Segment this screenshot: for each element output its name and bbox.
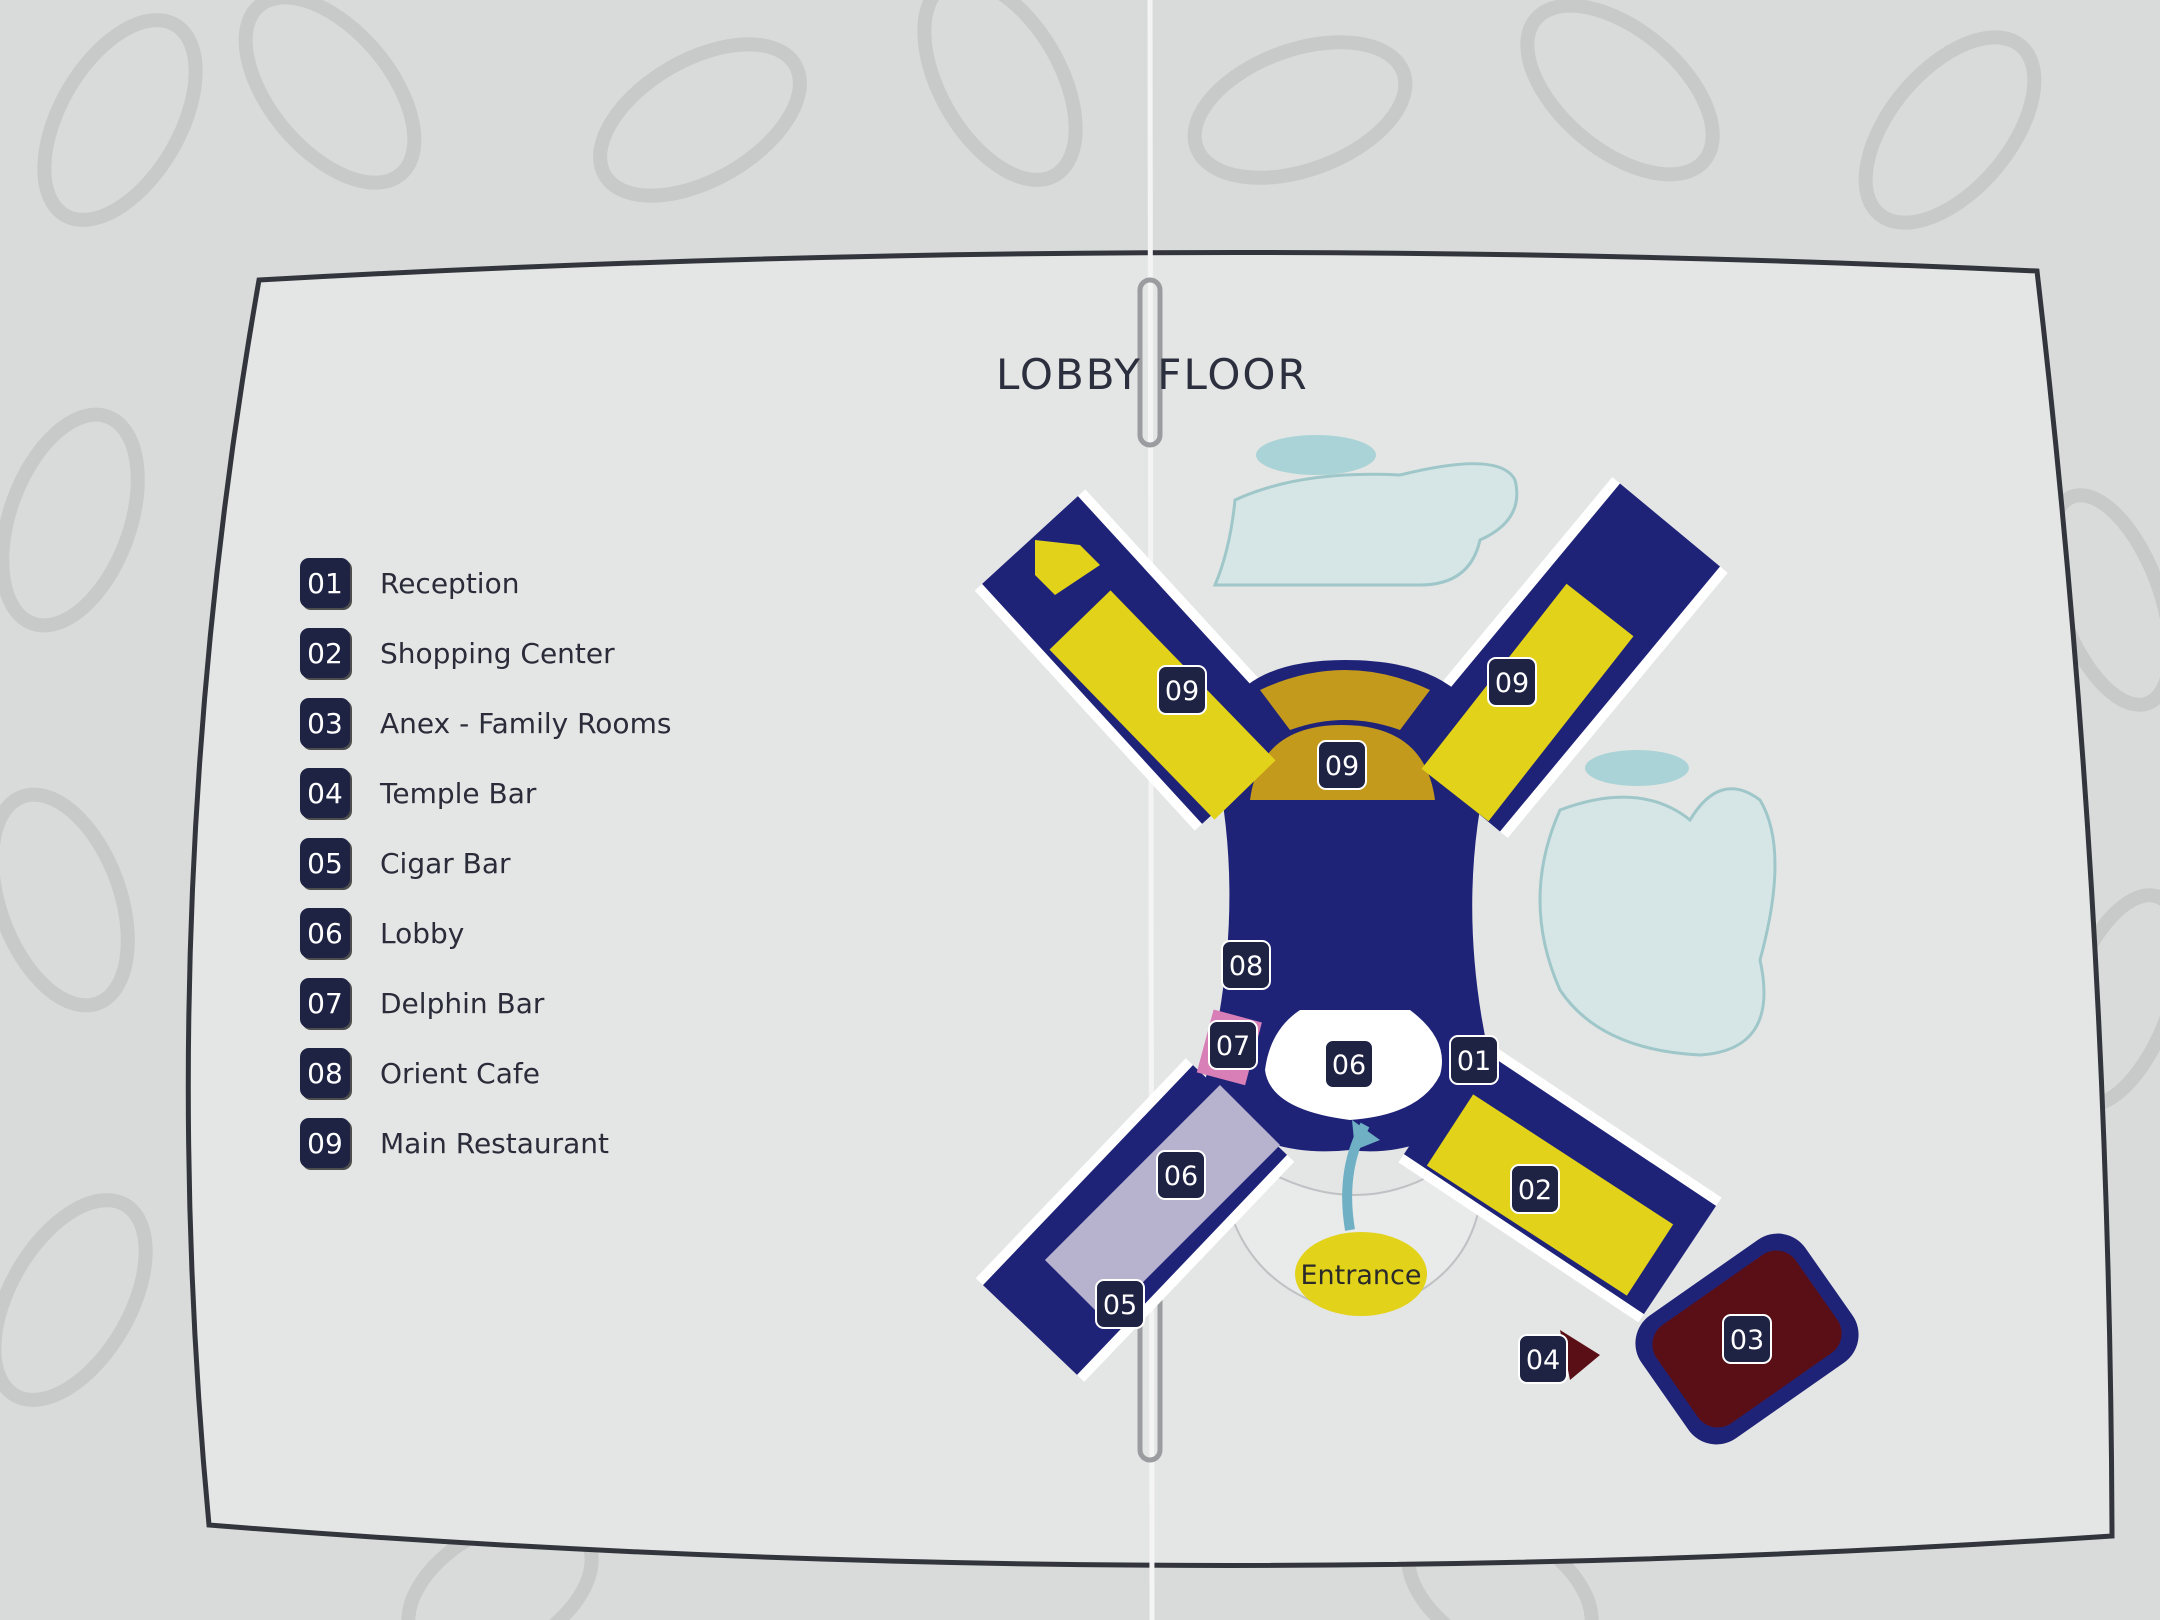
marker-badge [1156,1150,1206,1200]
legend-item-orient-cafe: 08 Orient Cafe [300,1038,671,1108]
map-marker-08: 08 [1221,940,1271,990]
map-marker-09: 09 [1487,657,1537,707]
marker-number: 07 [1216,1031,1250,1062]
legend-badge: 02 [300,628,350,678]
marker-number: 04 [1526,1345,1560,1376]
marker-badge [1324,1039,1374,1089]
staple-top [1137,277,1163,448]
legend-label: Main Restaurant [380,1126,610,1160]
legend-label: Delphin Bar [380,986,545,1020]
map-marker-02: 02 [1510,1164,1560,1214]
legend-badge: 03 [300,698,350,748]
legend-item-reception: 01 Reception [300,548,671,618]
legend-item-family-rooms: 03 Anex - Family Rooms [300,688,671,758]
pool-areas [1212,435,1777,1057]
legend-item-delphin-bar: 07 Delphin Bar [300,968,671,1038]
marker-badge [1317,740,1367,790]
marker-badge [1722,1314,1772,1364]
map-markers: 09 09 09 08 07 06 01 06 02 05 04 03 [1095,657,1772,1384]
marker-number: 08 [1229,951,1263,982]
marker-number: 01 [1457,1046,1491,1077]
marker-number: 06 [1164,1161,1198,1192]
legend-label: Shopping Center [380,636,615,670]
legend-item-cigar-bar: 05 Cigar Bar [300,828,671,898]
map-marker-09: 09 [1157,665,1207,715]
map-marker-03: 03 [1722,1314,1772,1364]
marker-number: 09 [1165,676,1199,707]
map-marker-01: 01 [1449,1035,1499,1085]
marker-number: 09 [1495,668,1529,699]
marker-badge [1221,940,1271,990]
marker-number: 03 [1730,1325,1764,1356]
legend-item-shopping-center: 02 Shopping Center [300,618,671,688]
map-marker-05: 05 [1095,1279,1145,1329]
entrance-label: Entrance [1301,1260,1422,1291]
legend-label: Anex - Family Rooms [380,706,672,740]
legend-label: Lobby [380,916,465,950]
legend-badge: 01 [300,558,350,608]
binding-fold [1147,0,1155,1620]
marker-number: 02 [1518,1175,1552,1206]
legend-item-main-restaurant: 09 Main Restaurant [300,1108,671,1178]
legend-badge: 07 [300,978,350,1028]
map-marker-09: 09 [1317,740,1367,790]
legend-badge: 09 [300,1118,350,1168]
legend-badge: 04 [300,768,350,818]
page-title: LOBBY FLOOR [996,350,1309,399]
marker-badge [1518,1334,1568,1384]
legend-label: Reception [380,566,520,600]
marker-badge [1208,1020,1258,1070]
legend-label: Orient Cafe [380,1056,540,1090]
map-marker-06: 06 [1324,1039,1374,1089]
marker-badge [1449,1035,1499,1085]
map-marker-07: 07 [1208,1020,1258,1070]
marker-badge [1095,1279,1145,1329]
marker-number: 06 [1332,1050,1366,1081]
map-marker-04: 04 [1518,1334,1568,1384]
marker-number: 09 [1325,751,1359,782]
legend-label: Cigar Bar [380,846,511,880]
legend-badge: 08 [300,1048,350,1098]
marker-badge [1510,1164,1560,1214]
legend-badge: 06 [300,908,350,958]
marker-badge [1487,657,1537,707]
legend-item-lobby: 06 Lobby [300,898,671,968]
map-marker-06: 06 [1156,1150,1206,1200]
legend-badge: 05 [300,838,350,888]
marker-badge [1157,665,1207,715]
marker-number: 05 [1103,1290,1137,1321]
legend-label: Temple Bar [380,776,537,810]
legend: 01 Reception 02 Shopping Center 03 Anex - F… [300,548,671,1178]
legend-item-temple-bar: 04 Temple Bar [300,758,671,828]
